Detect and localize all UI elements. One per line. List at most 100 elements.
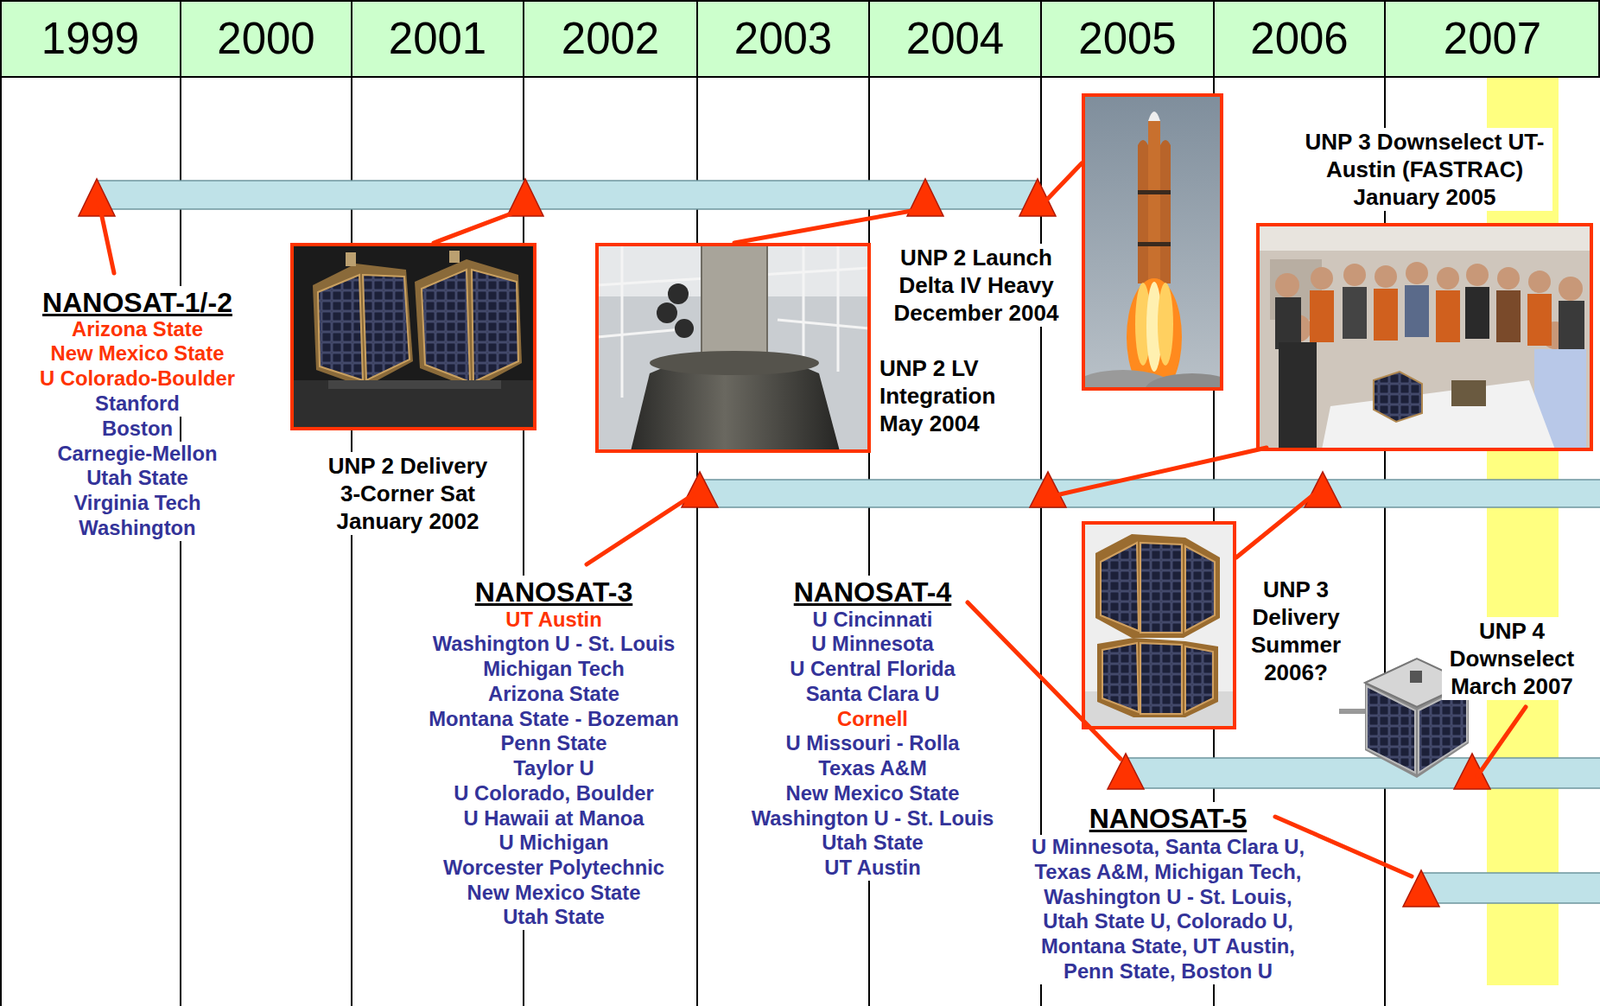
integration-photo (596, 244, 870, 451)
delivery-photo (1140, 642, 1182, 714)
team-photo (1257, 224, 1592, 450)
year-label: 2000 (216, 12, 315, 65)
university-name: New Mexico State (782, 780, 962, 807)
satellite-photo (312, 263, 413, 388)
university-name: Utah State (500, 904, 608, 930)
team-photo (1373, 371, 1423, 422)
program-bar (1421, 872, 1600, 903)
milestone-marker (78, 178, 1491, 907)
launch-photo (1137, 139, 1149, 146)
highlight-band (1486, 76, 1559, 985)
milestone-label: UNP 4 Downselect March 2007 (1441, 616, 1582, 700)
program-heading: NANOSAT-5 (1086, 801, 1251, 835)
university-name: Worcester Polytechnic (440, 855, 667, 881)
team-photo (1405, 261, 1429, 285)
satellite-photo (471, 269, 519, 382)
year-label: 2003 (734, 12, 832, 65)
year-header (0, 0, 1600, 77)
team-photo (1466, 263, 1489, 286)
launch-photo (1144, 373, 1222, 389)
university-name: U Michigan (496, 830, 612, 856)
year-label: 2006 (1250, 12, 1348, 65)
satellite-photo (292, 244, 535, 429)
university-name: Washington (76, 515, 198, 541)
delivery-photo (1100, 542, 1139, 631)
year-label: 2005 (1078, 12, 1176, 65)
satellite-photo (362, 274, 410, 381)
program-heading: NANOSAT-3 (472, 575, 636, 609)
integration-photo (649, 350, 820, 375)
launch-photo (1083, 95, 1222, 389)
integration-photo (621, 244, 624, 398)
year-label: 1999 (41, 12, 140, 65)
satellite-photo (449, 250, 460, 263)
integration-photo (701, 244, 768, 357)
delivery-photo (1095, 533, 1220, 638)
university-name: Washington U - St. Louis (430, 631, 679, 657)
university-name: U Hawaii at Manoa (461, 806, 648, 832)
university-name: UT Austin (821, 855, 923, 881)
launch-photo (1137, 145, 1149, 284)
team-photo (1321, 380, 1556, 450)
integration-photo (596, 244, 870, 451)
year-label: 2007 (1443, 12, 1542, 65)
launch-photo (1137, 241, 1171, 247)
lead-university: U Colorado-Boulder (37, 366, 238, 392)
integration-photo (777, 319, 870, 329)
team-photo (1558, 300, 1585, 353)
team-photo (1343, 263, 1366, 286)
university-name: Taylor U (510, 755, 597, 781)
university-name: Virginia Tech (70, 490, 204, 516)
university-name: U Minnesota, Santa Clara U, Texas A&M, M… (1023, 834, 1313, 985)
photo-frame (292, 244, 535, 429)
team-photo (1278, 342, 1317, 450)
launch-photo (1148, 111, 1161, 121)
team-photo (1436, 266, 1460, 290)
milestone-marker (1107, 753, 1144, 789)
year-grid (1598, 0, 1600, 77)
milestone-label: UNP 2 LV Integration May 2004 (876, 354, 1040, 438)
launch-photo (1160, 139, 1171, 146)
university-name: Utah State (819, 830, 927, 856)
team-photo (1310, 266, 1334, 290)
lead-university: Cornell (834, 706, 911, 732)
milestone-marker (1029, 471, 1067, 508)
university-name: Texas A&M (815, 755, 930, 781)
delivery-photo (1097, 637, 1219, 718)
program-heading: NANOSAT-1/-2 (39, 285, 235, 319)
leader-line (586, 494, 694, 565)
team-photo (1374, 265, 1397, 288)
integration-photo (701, 244, 768, 357)
satellite-photo (328, 380, 502, 389)
lead-university: Arizona State (69, 317, 206, 343)
university-name: New Mexico State (463, 880, 643, 906)
satellite-icon (1409, 670, 1423, 683)
launch-photo (1157, 282, 1174, 366)
delivery-photo (1083, 522, 1235, 728)
team-photo (1342, 286, 1367, 339)
team-photo (1558, 276, 1583, 301)
integration-photo (667, 283, 689, 305)
team-photo (1373, 288, 1398, 341)
milestone-label: UNP 2 Delivery 3-Corner Sat January 2002 (321, 451, 496, 535)
year-label: 2002 (561, 12, 660, 65)
team-photo (1275, 297, 1302, 350)
integration-photo (674, 318, 694, 338)
milestone-marker (507, 178, 544, 216)
university-name: Santa Clara U (803, 681, 943, 707)
delivery-photo (1185, 646, 1213, 712)
photo-frame (1083, 522, 1235, 728)
satellite-photo (292, 244, 535, 429)
integration-photo (596, 244, 870, 398)
university-name: U Minnesota (808, 631, 936, 657)
year-label: 2001 (388, 12, 487, 65)
year-grid (0, 0, 2, 1006)
team-photo (1497, 266, 1520, 290)
team-photo (1404, 285, 1429, 337)
satellite-photo (421, 269, 470, 382)
leader-line (1477, 706, 1526, 776)
launch-photo (1148, 120, 1161, 286)
program-heading: NANOSAT-4 (791, 575, 955, 609)
lead-university: New Mexico State (47, 341, 227, 367)
photo-frame (1257, 224, 1592, 450)
